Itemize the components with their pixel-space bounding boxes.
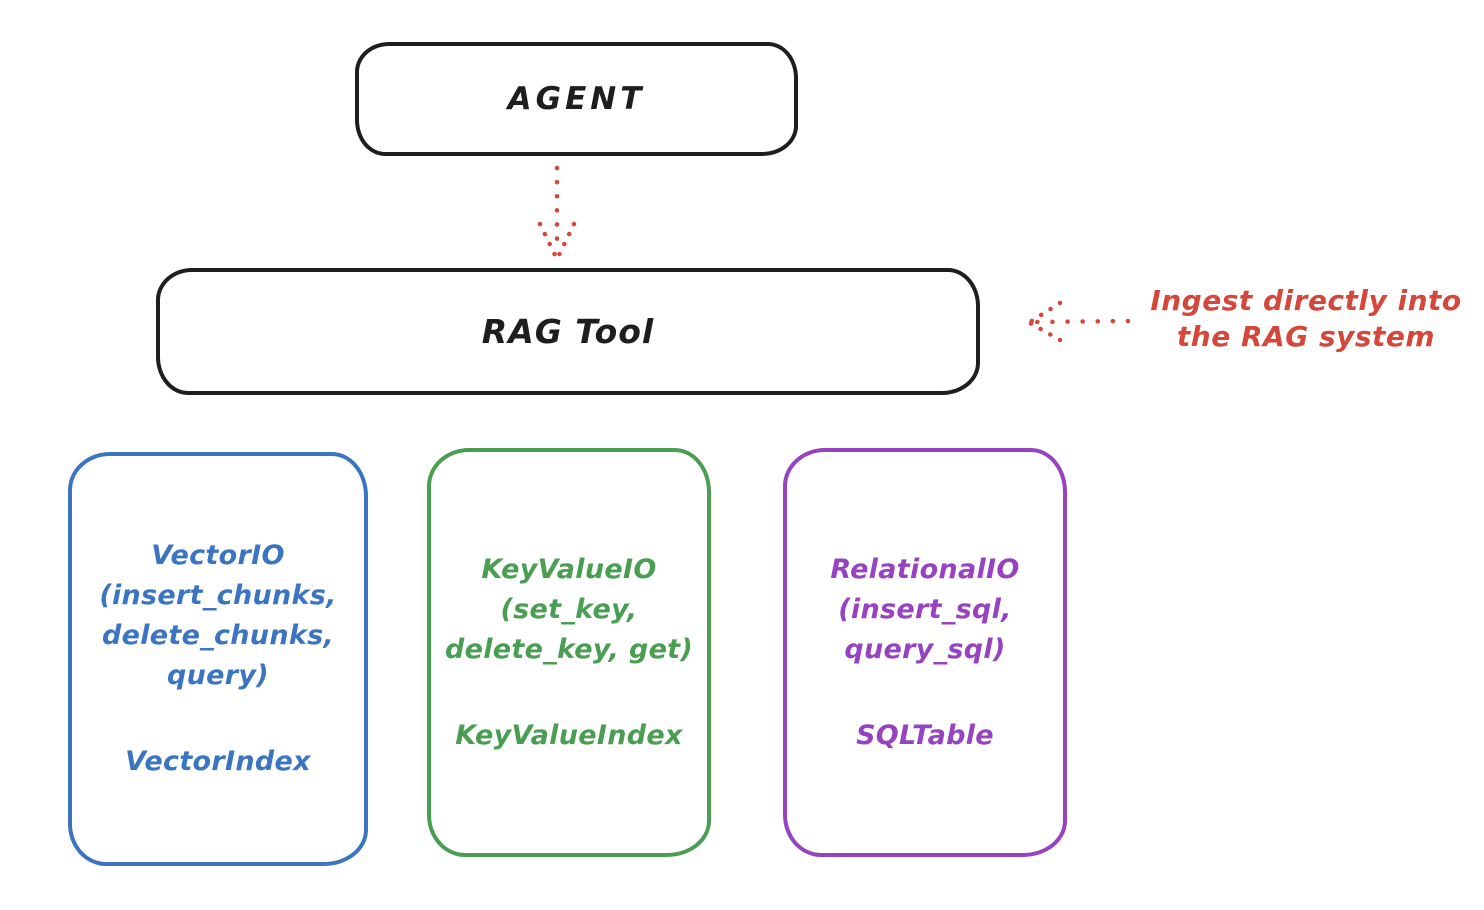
- vector-io-param-line: (insert_chunks,: [99, 580, 337, 611]
- vector-io-param-line: delete_chunks,: [101, 620, 335, 651]
- agent-box: AGENT: [355, 42, 798, 156]
- keyvalue-io-param-line: (set_key,: [500, 593, 638, 625]
- keyvalue-io-box: KeyValueIO (set_key, delete_key, get) Ke…: [427, 448, 711, 857]
- keyvalue-io-title: KeyValueIO: [481, 553, 657, 585]
- spacer: [445, 670, 693, 716]
- keyvalue-io-param-line: delete_key, get): [444, 633, 694, 665]
- ingest-annotation-line1: Ingest directly into: [1150, 284, 1462, 317]
- relational-io-box: RelationalIO (insert_sql, query_sql) SQL…: [783, 448, 1067, 857]
- agent-to-ragtool-arrow: [537, 165, 577, 260]
- annotation-to-ragtool-arrow: [1027, 300, 1131, 343]
- sql-table-label: SQLTable: [856, 719, 994, 751]
- vector-index-label: VectorIndex: [125, 746, 311, 777]
- rag-tool-box: RAG Tool: [156, 268, 980, 395]
- rag-tool-label: RAG Tool: [481, 312, 655, 351]
- spacer: [99, 696, 336, 742]
- agent-label: AGENT: [507, 81, 646, 117]
- vector-io-title: VectorIO: [151, 540, 285, 571]
- spacer: [830, 670, 1019, 716]
- relational-io-title: RelationalIO: [830, 553, 1020, 585]
- relational-io-param-line: (insert_sql,: [838, 593, 1012, 625]
- vector-io-box: VectorIO (insert_chunks, delete_chunks, …: [68, 452, 368, 866]
- ingest-annotation-line2: the RAG system: [1176, 320, 1436, 353]
- vector-io-param-line: query): [167, 660, 269, 691]
- relational-io-param-line: query_sql): [844, 633, 1006, 665]
- ingest-annotation: Ingest directly into the RAG system: [1136, 283, 1476, 355]
- keyvalue-index-label: KeyValueIndex: [455, 719, 683, 751]
